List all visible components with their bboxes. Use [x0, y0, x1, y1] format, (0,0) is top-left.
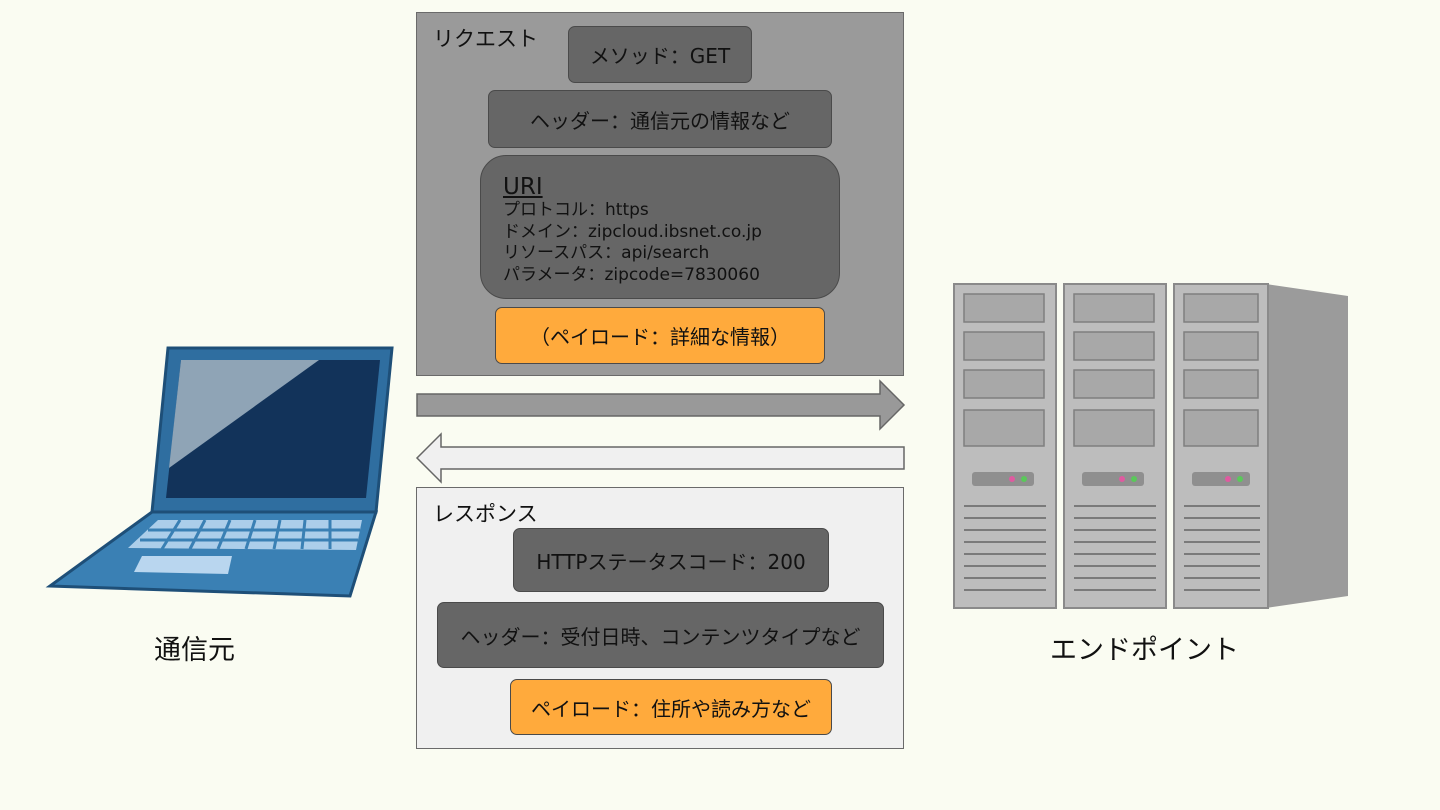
uri-title: URI — [503, 174, 543, 200]
server-rack-icon — [953, 283, 1348, 609]
response-status-box: HTTPステータスコード：200 — [513, 528, 829, 592]
uri-domain: ドメイン：zipcloud.ibsnet.co.jp — [503, 221, 762, 242]
client-label: 通信元 — [154, 635, 235, 666]
server-label: エンドポイント — [1050, 635, 1239, 666]
uri-protocol: プロトコル：https — [503, 200, 649, 220]
request-arrow — [416, 379, 906, 431]
request-uri-box: URI プロトコル：https ドメイン：zipcloud.ibsnet.co.… — [480, 155, 840, 299]
request-title: リクエスト — [433, 27, 538, 51]
response-payload-box: ペイロード：住所や読み方など — [510, 679, 832, 735]
response-header-box: ヘッダー：受付日時、コンテンツタイプなど — [437, 602, 884, 668]
response-panel: レスポンス HTTPステータスコード：200 ヘッダー：受付日時、コンテンツタイ… — [416, 487, 904, 749]
laptop-icon — [45, 346, 394, 598]
request-method-box: メソッド：GET — [568, 26, 752, 83]
response-arrow — [415, 432, 905, 484]
request-payload-box: （ペイロード：詳細な情報） — [495, 307, 825, 364]
uri-parameter: パラメータ：zipcode=7830060 — [503, 264, 760, 285]
response-title: レスポンス — [433, 502, 538, 526]
request-panel: リクエスト メソッド：GET ヘッダー：通信元の情報など URI プロトコル：h… — [416, 12, 904, 376]
uri-resource-path: リソースパス：api/search — [503, 243, 710, 263]
request-header-box: ヘッダー：通信元の情報など — [488, 90, 832, 148]
